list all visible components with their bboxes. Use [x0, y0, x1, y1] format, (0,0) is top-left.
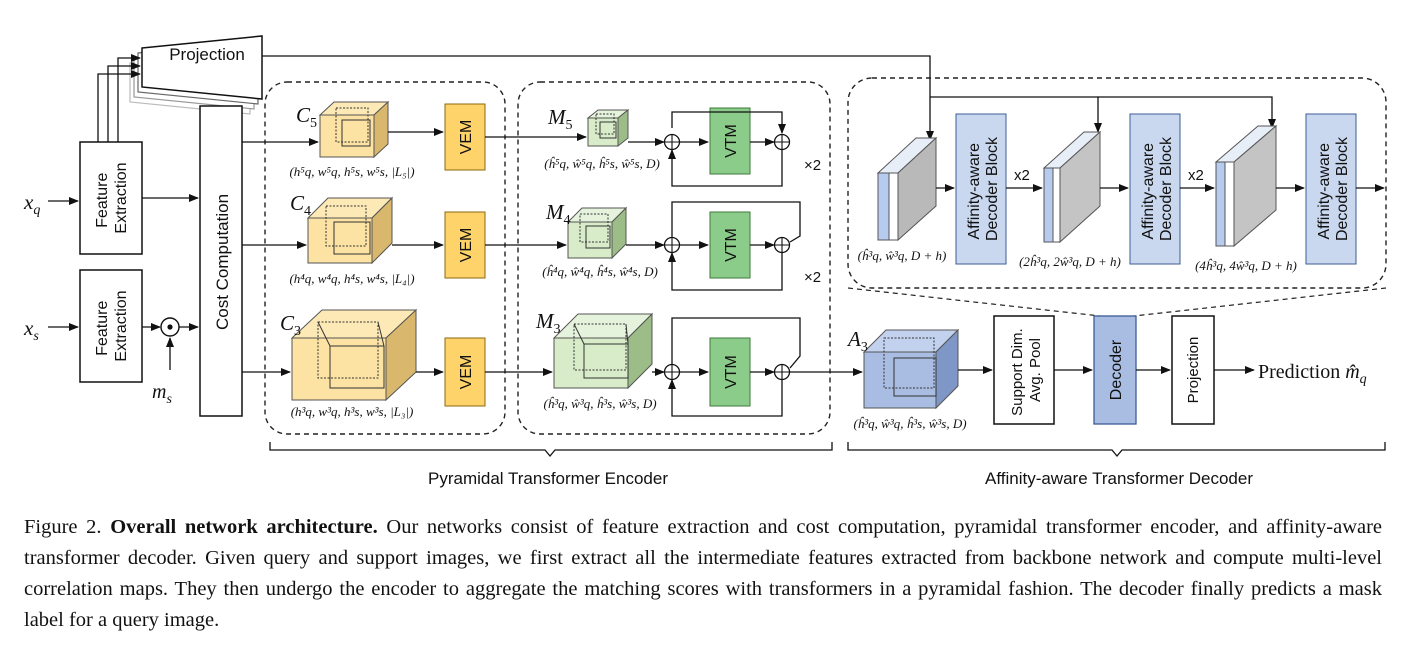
vtm-block-5 — [709, 107, 751, 175]
cube-m3 — [552, 312, 654, 390]
encoder-section-label: Pyramidal Transformer Encoder — [428, 469, 668, 488]
svg-text:Affinity-aware Decoder Blo: Affinity-aware Decoder Block — [1316, 136, 1351, 241]
vem-block-5: VEM — [444, 103, 486, 171]
cube-m5 — [586, 108, 630, 148]
decoder-feature-map-2-dims: (2ĥ³q, 2ŵ³q, D + h) — [1019, 254, 1121, 269]
affinity-decoder-block-2-line2: Decoder Block — [1158, 136, 1175, 241]
output-projection-label: Projection — [1185, 337, 1202, 404]
caption-label: Figure 2. — [24, 516, 102, 538]
cube-c3 — [290, 308, 418, 402]
cube-c5-label: C5 — [296, 103, 317, 131]
cube-m4-label: M4 — [545, 200, 571, 228]
caption-title: Overall network architecture. — [110, 516, 378, 538]
architecture-diagram: Projection xq xs Feature Extraction Feat… — [23, 35, 1387, 488]
affinity-decoder-block-3-line2: Decoder Block — [1334, 136, 1351, 241]
svg-text:Feature Extraction: Feature Extraction — [94, 162, 130, 233]
decoder-detail-group — [847, 77, 1387, 289]
encoder-group-cost — [264, 81, 506, 435]
support-avg-pool-line2: Avg. Pool — [1027, 338, 1044, 402]
cube-c5 — [318, 100, 390, 159]
svg-text:VEM: VEM — [458, 228, 475, 263]
cube-m3-label: M3 — [535, 309, 561, 337]
decoder-feature-map-2 — [1042, 130, 1102, 244]
vtm-block-3 — [709, 337, 751, 407]
svg-text:VTM: VTM — [723, 124, 740, 158]
cube-c5-dims: (h⁵q, w⁵q, h⁵s, w⁵s, |L₅|) — [289, 164, 414, 179]
svg-text:VTM: VTM — [723, 355, 740, 389]
input-query-label: xq — [23, 190, 40, 218]
cube-c3-dims: (h³q, w³q, h³s, w³s, |L₃|) — [291, 404, 414, 419]
feature-extraction-query — [79, 141, 143, 255]
caption-text: Our networks consist of feature extracti… — [24, 516, 1383, 631]
decoder-feature-map-1-dims: (ĥ³q, ŵ³q, D + h) — [858, 248, 947, 263]
decoder-section-label: Affinity-aware Transformer Decoder — [985, 469, 1253, 488]
affinity-decoder-block-1-line2: Decoder Block — [984, 136, 1001, 241]
svg-text:Affinity-aware Decoder Blo: Affinity-aware Decoder Block — [966, 136, 1001, 241]
affinity-decoder-block-1 — [955, 113, 1007, 265]
vem-block-3: VEM — [444, 337, 486, 407]
repeat-label-4: ×2 — [804, 269, 821, 286]
cost-computation-label: Cost Computation — [213, 194, 232, 330]
cube-a3 — [862, 328, 960, 410]
feature-extraction-support-line2: Extraction — [113, 290, 130, 361]
feature-extraction-support-line1: Feature — [94, 301, 111, 356]
cube-a3-dims: (ĥ³q, ŵ³q, ĥ³s, ŵ³s, D) — [853, 416, 966, 431]
svg-text:Affinity-aware Decoder Blo: Affinity-aware Decoder Block — [1140, 136, 1175, 241]
vem-block-4: VEM — [444, 211, 486, 279]
decoder-repeat-1: x2 — [1014, 167, 1030, 184]
decoder-feature-map-3-dims: (4ĥ³q, 4ŵ³q, D + h) — [1195, 258, 1297, 273]
output-projection-block — [1171, 315, 1215, 425]
decoder-feature-map-3 — [1214, 124, 1278, 248]
cube-m4-dims: (ĥ⁴q, ŵ⁴q, ĥ⁴s, ŵ⁴s, D) — [542, 264, 658, 279]
svg-text:Support Dim. Avg. Pool: Support Dim. Avg. Pool — [1009, 324, 1044, 416]
cube-c4-label: C4 — [290, 191, 311, 219]
projection-stack — [129, 35, 263, 115]
feature-extraction-support — [79, 269, 143, 383]
feature-extraction-query-line1: Feature — [94, 173, 111, 228]
support-avg-pool-line1: Support Dim. — [1009, 328, 1026, 416]
affinity-decoder-block-2 — [1129, 113, 1181, 265]
decoder-label: Decoder — [1108, 339, 1125, 400]
svg-text:VTM: VTM — [723, 228, 740, 262]
svg-text:VEM: VEM — [458, 355, 475, 390]
cube-m5-dims: (ĥ⁵q, ŵ⁵q, ĥ⁵s, ŵ⁵s, D) — [544, 156, 660, 171]
figure-caption: Figure 2. Overall network architecture. … — [24, 512, 1382, 636]
decoder-brace — [847, 442, 1386, 458]
cube-m4 — [566, 206, 628, 260]
cube-m3-dims: (ĥ³q, ŵ³q, ĥ³s, ŵ³s, D) — [543, 396, 656, 411]
svg-text:VEM: VEM — [458, 120, 475, 155]
decoder-block — [1093, 315, 1137, 425]
affinity-decoder-block-3 — [1305, 113, 1357, 265]
projection-label: Projection — [169, 45, 245, 64]
feature-extraction-query-line2: Extraction — [113, 162, 130, 233]
decoder-feature-map-1 — [876, 136, 938, 242]
svg-text:Feature Extraction: Feature Extraction — [94, 290, 130, 361]
cube-c4 — [306, 196, 394, 265]
cost-computation-block — [199, 105, 243, 417]
cube-a3-label: A3 — [846, 327, 868, 355]
affinity-decoder-block-1-line1: Affinity-aware — [966, 143, 983, 240]
support-avg-pool-block — [993, 315, 1055, 425]
cube-m5-label: M5 — [547, 105, 573, 133]
decoder-repeat-2: x2 — [1188, 167, 1204, 184]
cube-c4-dims: (h⁴q, w⁴q, h⁴s, w⁴s, |L₄|) — [289, 271, 414, 286]
cube-c3-label: C3 — [280, 311, 301, 339]
encoder-group-transformer — [517, 81, 831, 435]
prediction-label: Prediction m̂q — [1258, 361, 1367, 387]
projection-block — [141, 35, 263, 100]
input-support-label: xs — [23, 316, 39, 344]
affinity-decoder-block-2-line1: Affinity-aware — [1140, 143, 1157, 240]
repeat-label-5: ×2 — [804, 157, 821, 174]
support-mask-label: ms — [152, 381, 172, 407]
encoder-brace — [269, 442, 833, 458]
affinity-decoder-block-3-line1: Affinity-aware — [1316, 143, 1333, 240]
